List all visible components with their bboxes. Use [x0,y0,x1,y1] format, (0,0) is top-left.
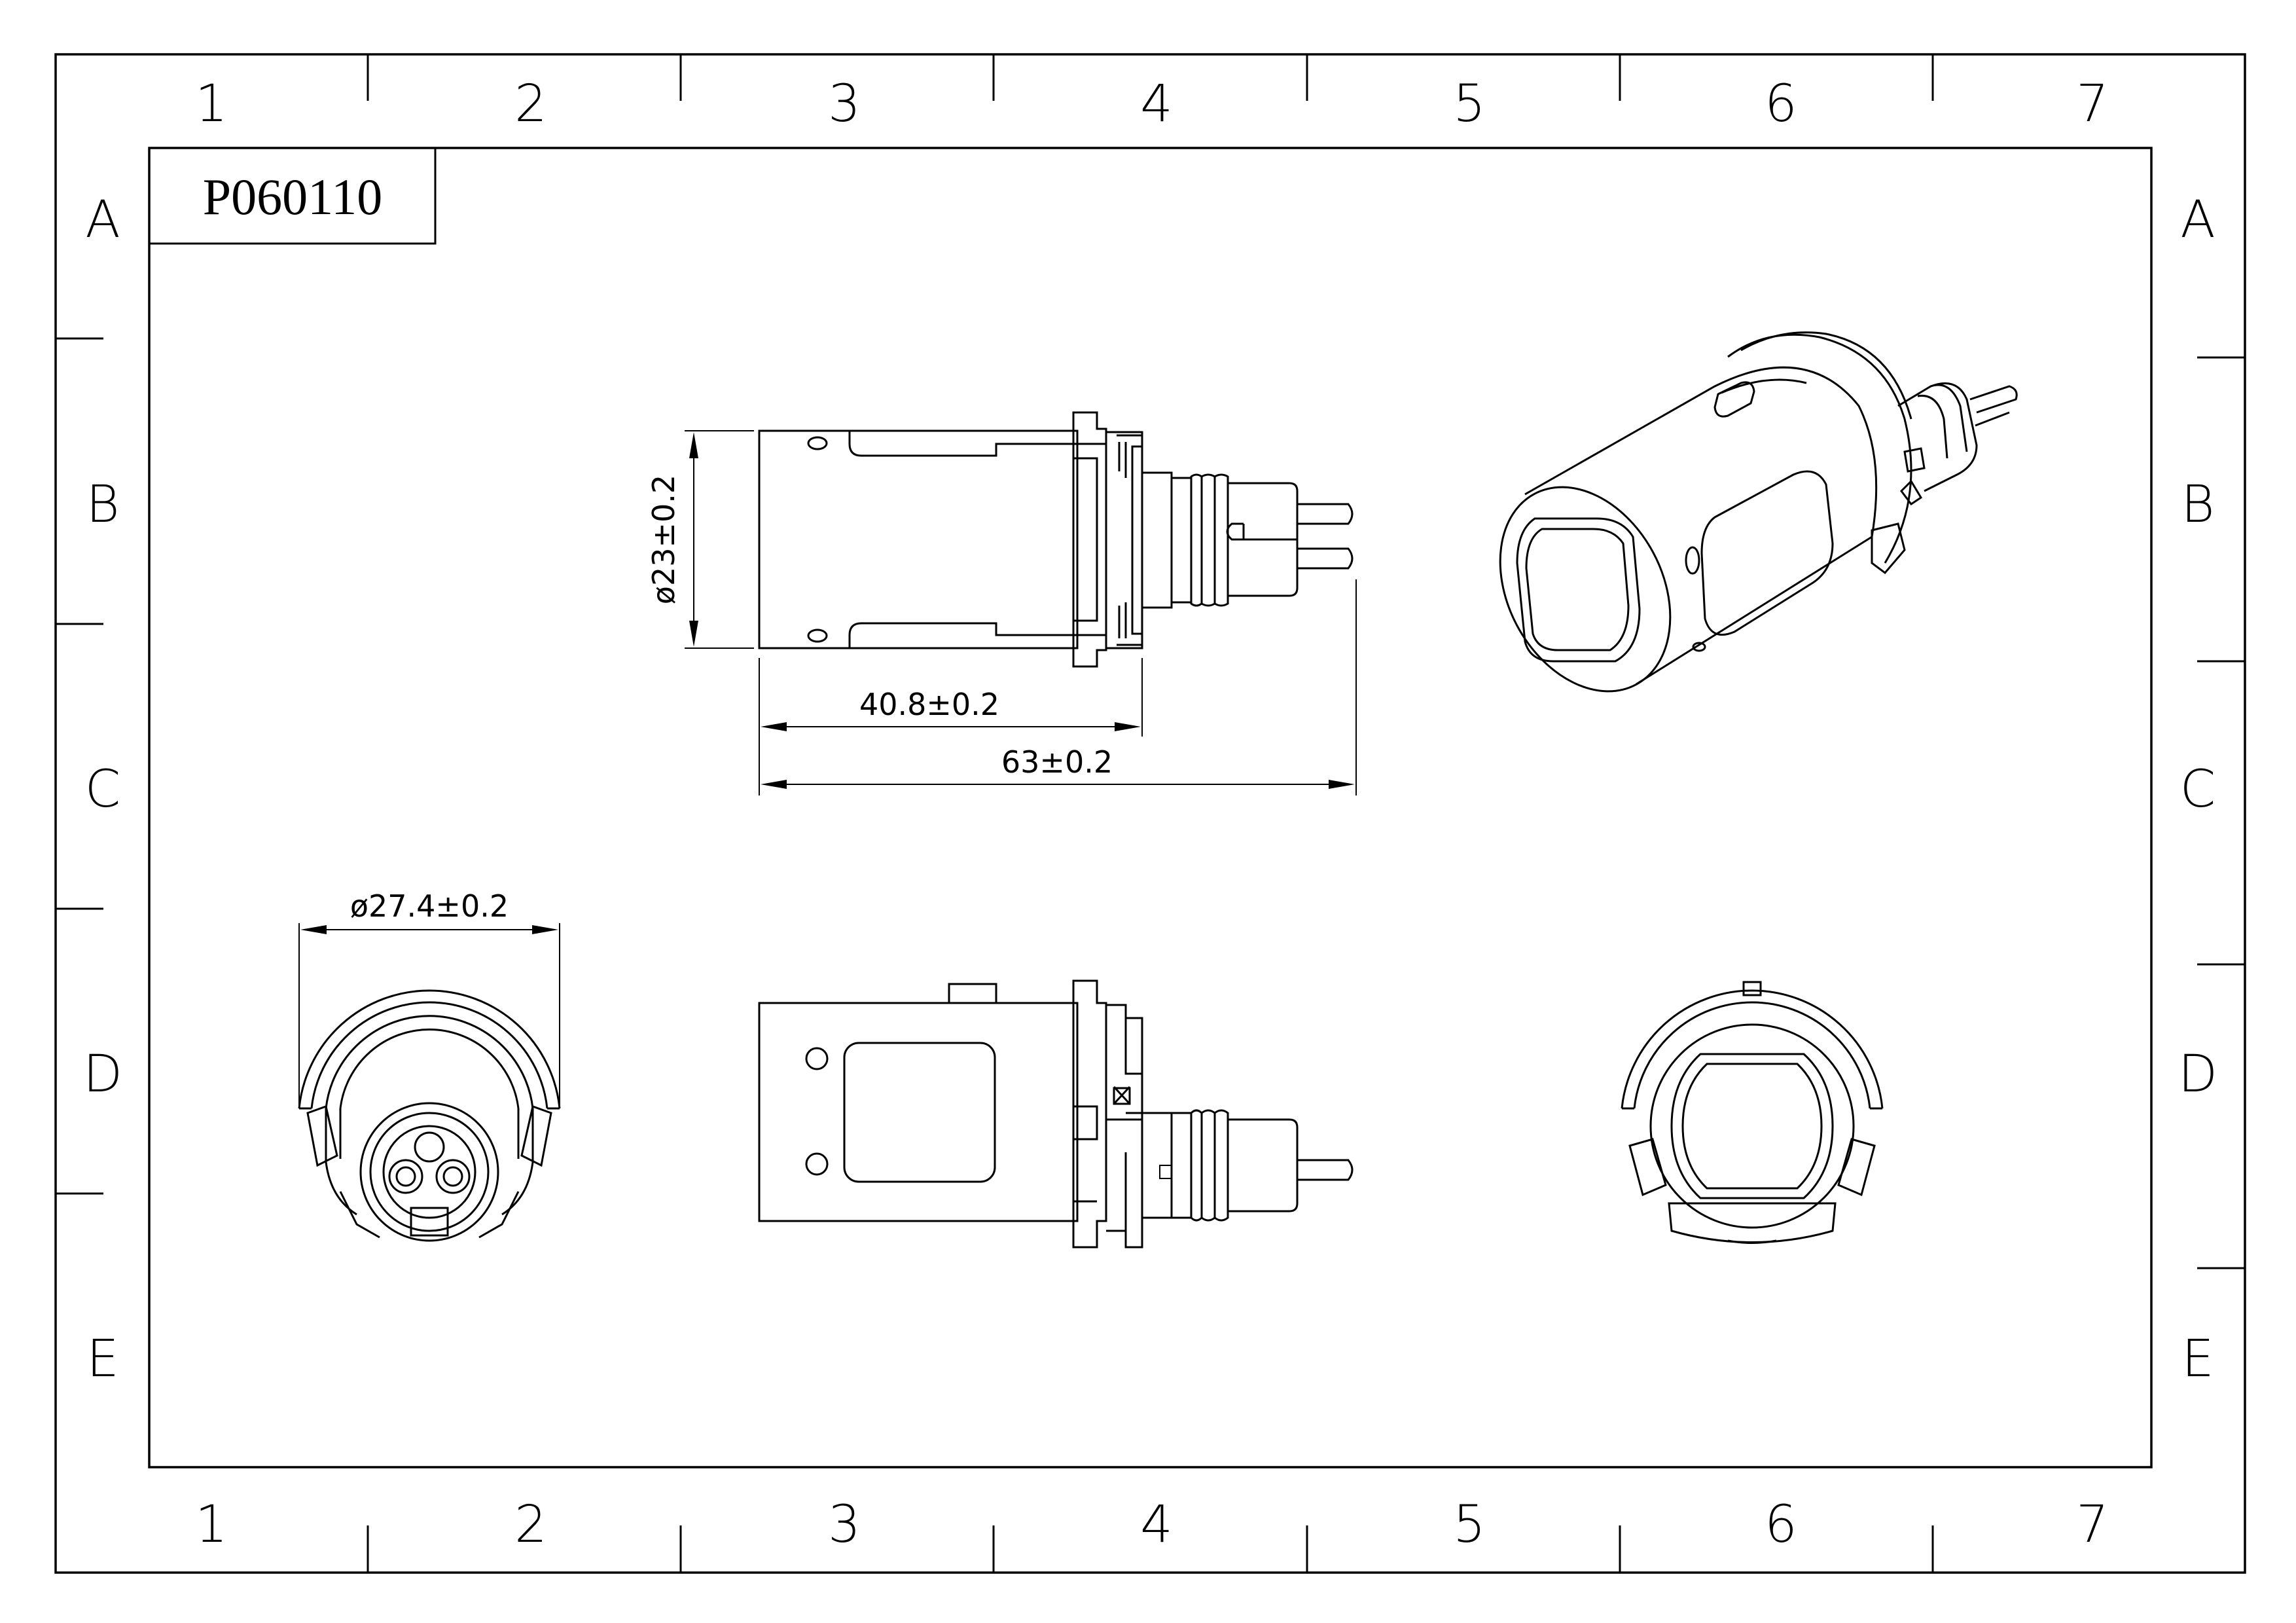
part-number: P060110 [203,168,383,225]
col-label: 7 [2076,1495,2109,1554]
column-labels-bottom: 1 2 3 4 5 6 7 [195,1495,2109,1554]
isometric-view [1499,331,2018,693]
row-label: A [85,191,120,249]
col-label: 3 [828,75,861,134]
col-label: 1 [195,75,228,134]
dimension-diameter-vertical: ø23±0.2 [646,430,754,649]
side-view-top [758,411,1354,668]
col-label: 7 [2076,75,2109,134]
dimension-overall-length: 63±0.2 [761,579,1357,795]
row-label: C [85,760,120,819]
side-view-bottom [758,979,1354,1249]
row-label: D [83,1045,122,1104]
part-number-box: P060110 [148,147,437,245]
end-view-connector: ø27.4±0.2 [298,888,561,1242]
dim-overall-length: 63±0.2 [1001,744,1113,780]
col-label: 2 [514,1495,547,1554]
dim-body-length: 40.8±0.2 [859,687,999,722]
col-label: 3 [828,1495,861,1554]
col-label: 5 [1453,1495,1486,1554]
row-labels-left: A B C D E [83,191,122,1389]
dim-flange-diameter: ø27.4±0.2 [350,888,509,924]
column-labels-top: 1 2 3 4 5 6 7 [195,75,2109,134]
col-label: 6 [1765,1495,1797,1554]
row-labels-right: A B C D E [2178,191,2217,1389]
drawing-frame [54,53,2246,1574]
col-label: 4 [1140,75,1173,134]
row-label: E [86,1330,118,1389]
col-label: 2 [514,75,547,134]
row-label: B [86,475,119,534]
row-label: A [2180,191,2215,249]
dimension-body-length: 40.8±0.2 [759,658,1143,795]
col-label: 5 [1453,75,1486,134]
row-label: B [2181,475,2214,534]
dim-body-diameter: ø23±0.2 [646,475,681,604]
col-label: 4 [1140,1495,1173,1554]
row-label: C [2180,760,2215,819]
col-label: 6 [1765,75,1797,134]
row-label: E [2181,1330,2214,1389]
row-label: D [2178,1045,2217,1104]
col-label: 1 [195,1495,228,1554]
end-view-face [1621,981,1884,1244]
